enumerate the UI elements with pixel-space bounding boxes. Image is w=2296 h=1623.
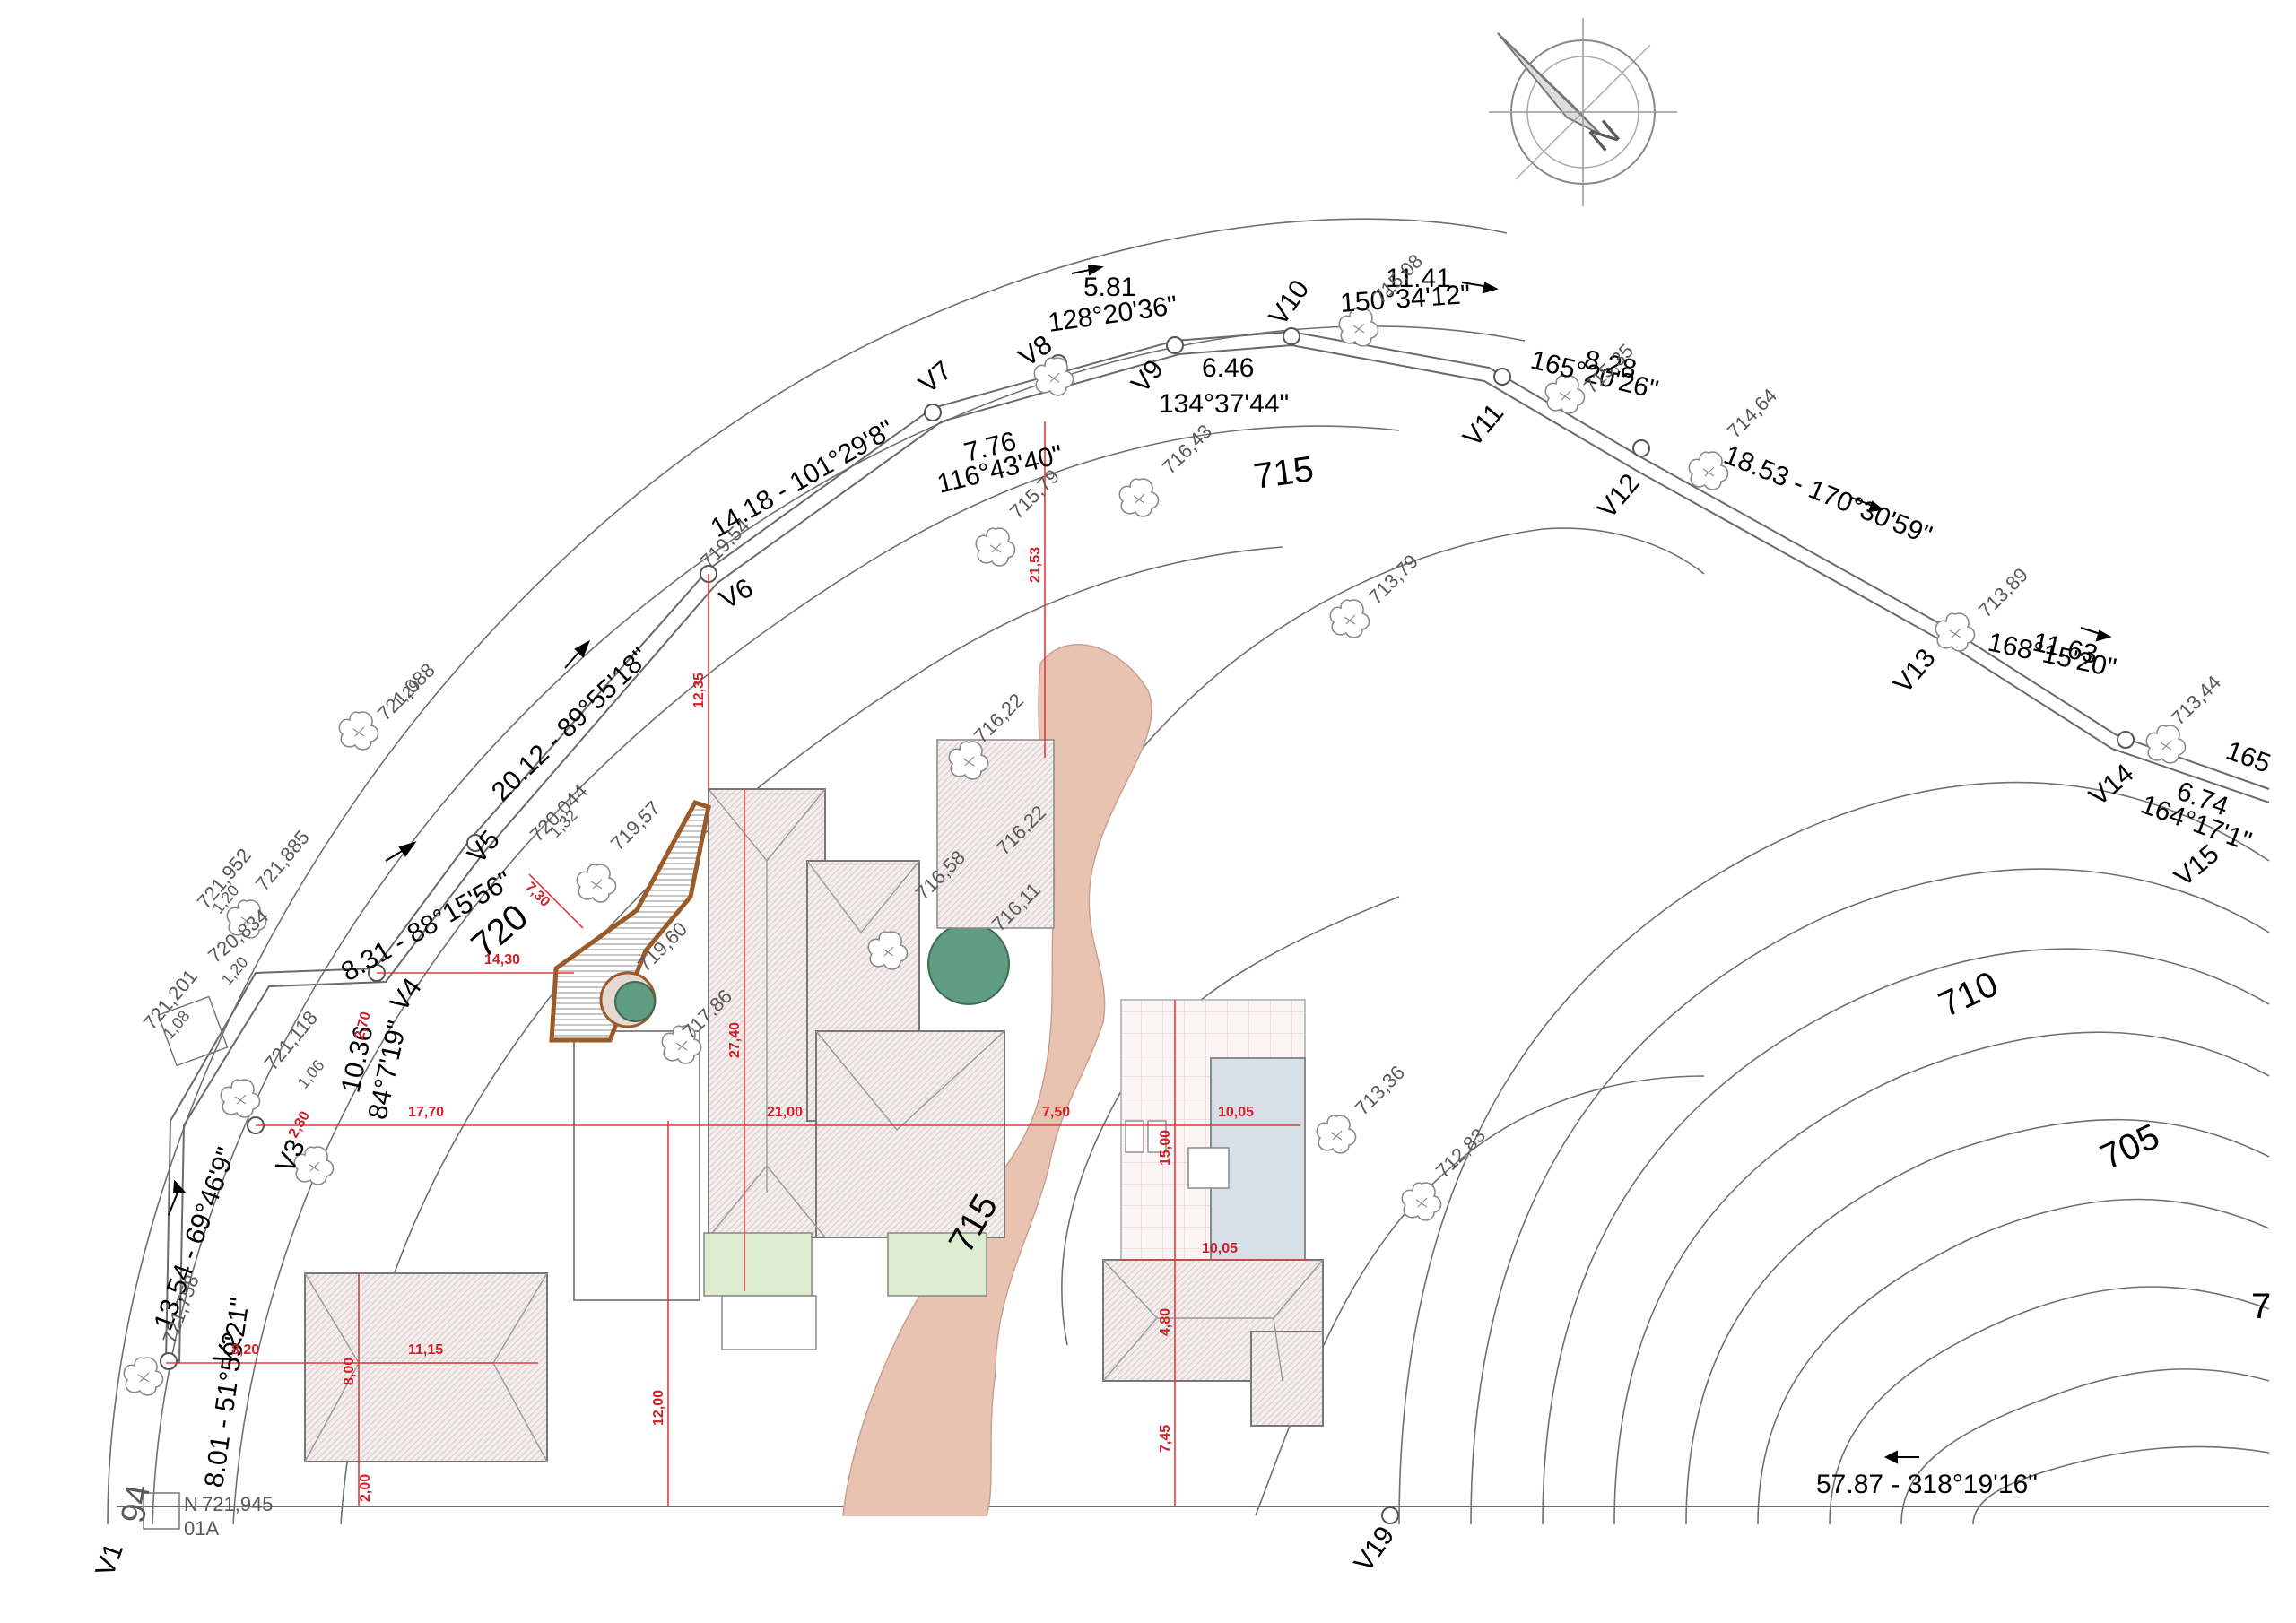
dim-label: 7,50 [1042,1105,1070,1120]
bearing-v9-v10-distance: 6.46 [1202,353,1254,383]
dim-label: 21,00 [767,1105,803,1120]
vertex-label-v5: V5 [462,825,506,869]
spot-elevation: 721,885 [251,826,314,895]
direction-arrows [168,264,2112,1464]
pool-area [1120,999,1306,1261]
pool-house [1102,1259,1324,1427]
dim-label: 8,20 [231,1342,259,1358]
dim-label: 12,35 [691,673,707,708]
survey-point-label: N [184,1493,198,1515]
contour-label-705: 705 [2094,1116,2165,1177]
spot-elevation: 713,89 [1974,563,2032,621]
dim-label: 10,05 [1218,1105,1254,1120]
dim-label: 7,45 [1158,1425,1173,1453]
spot-offset: 1,06 [294,1056,328,1092]
spot-elevation: 716,43 [1158,420,1216,478]
garage-west [304,1272,548,1462]
tree-canopy-small [614,981,656,1022]
contour-label-715-north: 715 [1251,449,1316,497]
tree-canopy-large [927,923,1010,1005]
survey-point-box [143,1492,180,1530]
vertex-label-v10: V10 [1264,274,1316,331]
vertex-label-v11: V11 [1457,398,1509,452]
lawn-west [703,1232,813,1297]
spot-elevation: 716,22 [970,689,1028,747]
garden-path [842,643,1152,1516]
vertex-label-v19: V19 [1349,1521,1401,1577]
survey-point-code: 01A [184,1517,219,1540]
vertex-label-v1: V1 [91,1540,130,1581]
spot-elevation: 714,64 [1723,384,1781,442]
contour-label-edge: 7 [2251,1287,2271,1326]
spot-elevation: 713,44 [2167,671,2225,729]
bearing-south: 57.87 - 318°19'16" [1816,1470,2038,1499]
main-house [573,788,1005,1350]
vertex-label-v14: V14 [2083,759,2139,812]
spot-elevation: 713,79 [1364,550,1422,608]
spot-elevation: 719,57 [606,796,665,855]
lawn-east [887,1232,987,1297]
dim-label: 7,30 [522,880,552,910]
dim-label: 21,53 [1028,547,1043,583]
dim-label: 2,00 [358,1474,373,1502]
dim-label: 8,00 [342,1358,357,1385]
sheet-mark: 94 [115,1482,159,1526]
utility-box [157,995,229,1067]
terrace [573,1030,700,1301]
house-roof-east [815,1030,1005,1238]
vertex-label-v7: V7 [913,355,957,399]
dim-label: 10,05 [1202,1241,1238,1256]
dim-label: 12,00 [651,1390,666,1426]
bearing-v10-v11-distance: 11.41 [1386,264,1451,293]
dimension-lines [166,421,1309,1506]
dim-label: 17,70 [408,1105,444,1120]
north-arrow-compass-icon: N [1489,18,1677,206]
dim-label: 4,80 [1158,1308,1173,1336]
upper-pavilion [936,739,1055,929]
bearing-v5-v6: 20.12 - 89°55'18" [486,642,656,807]
vertex-label-v15: V15 [2169,839,2224,893]
bearing-edge-165: 165 [2222,736,2274,779]
pool-equipment [1187,1147,1230,1189]
dim-label: 11,15 [408,1342,443,1358]
wood-deck [549,799,711,1043]
contour-label-710: 710 [1933,964,2004,1025]
spot-elevation: 713,36 [1351,1061,1409,1119]
bearing-v9-v10-angle: 134°37'44" [1159,389,1289,419]
dim-label: 15,00 [1158,1130,1173,1166]
spot-elevation: 721,945 [202,1493,274,1515]
bearing-v8-v9-distance: 5.81 [1083,273,1135,302]
entry-steps [721,1295,817,1350]
vertex-label-v13: V13 [1888,643,1942,699]
bearing-v1-v2: 8.01 - 51°59'21" [199,1296,255,1489]
dim-label: 27,40 [727,1022,743,1058]
vertex-label-v12: V12 [1592,468,1646,524]
dim-label: 14,30 [484,952,520,968]
